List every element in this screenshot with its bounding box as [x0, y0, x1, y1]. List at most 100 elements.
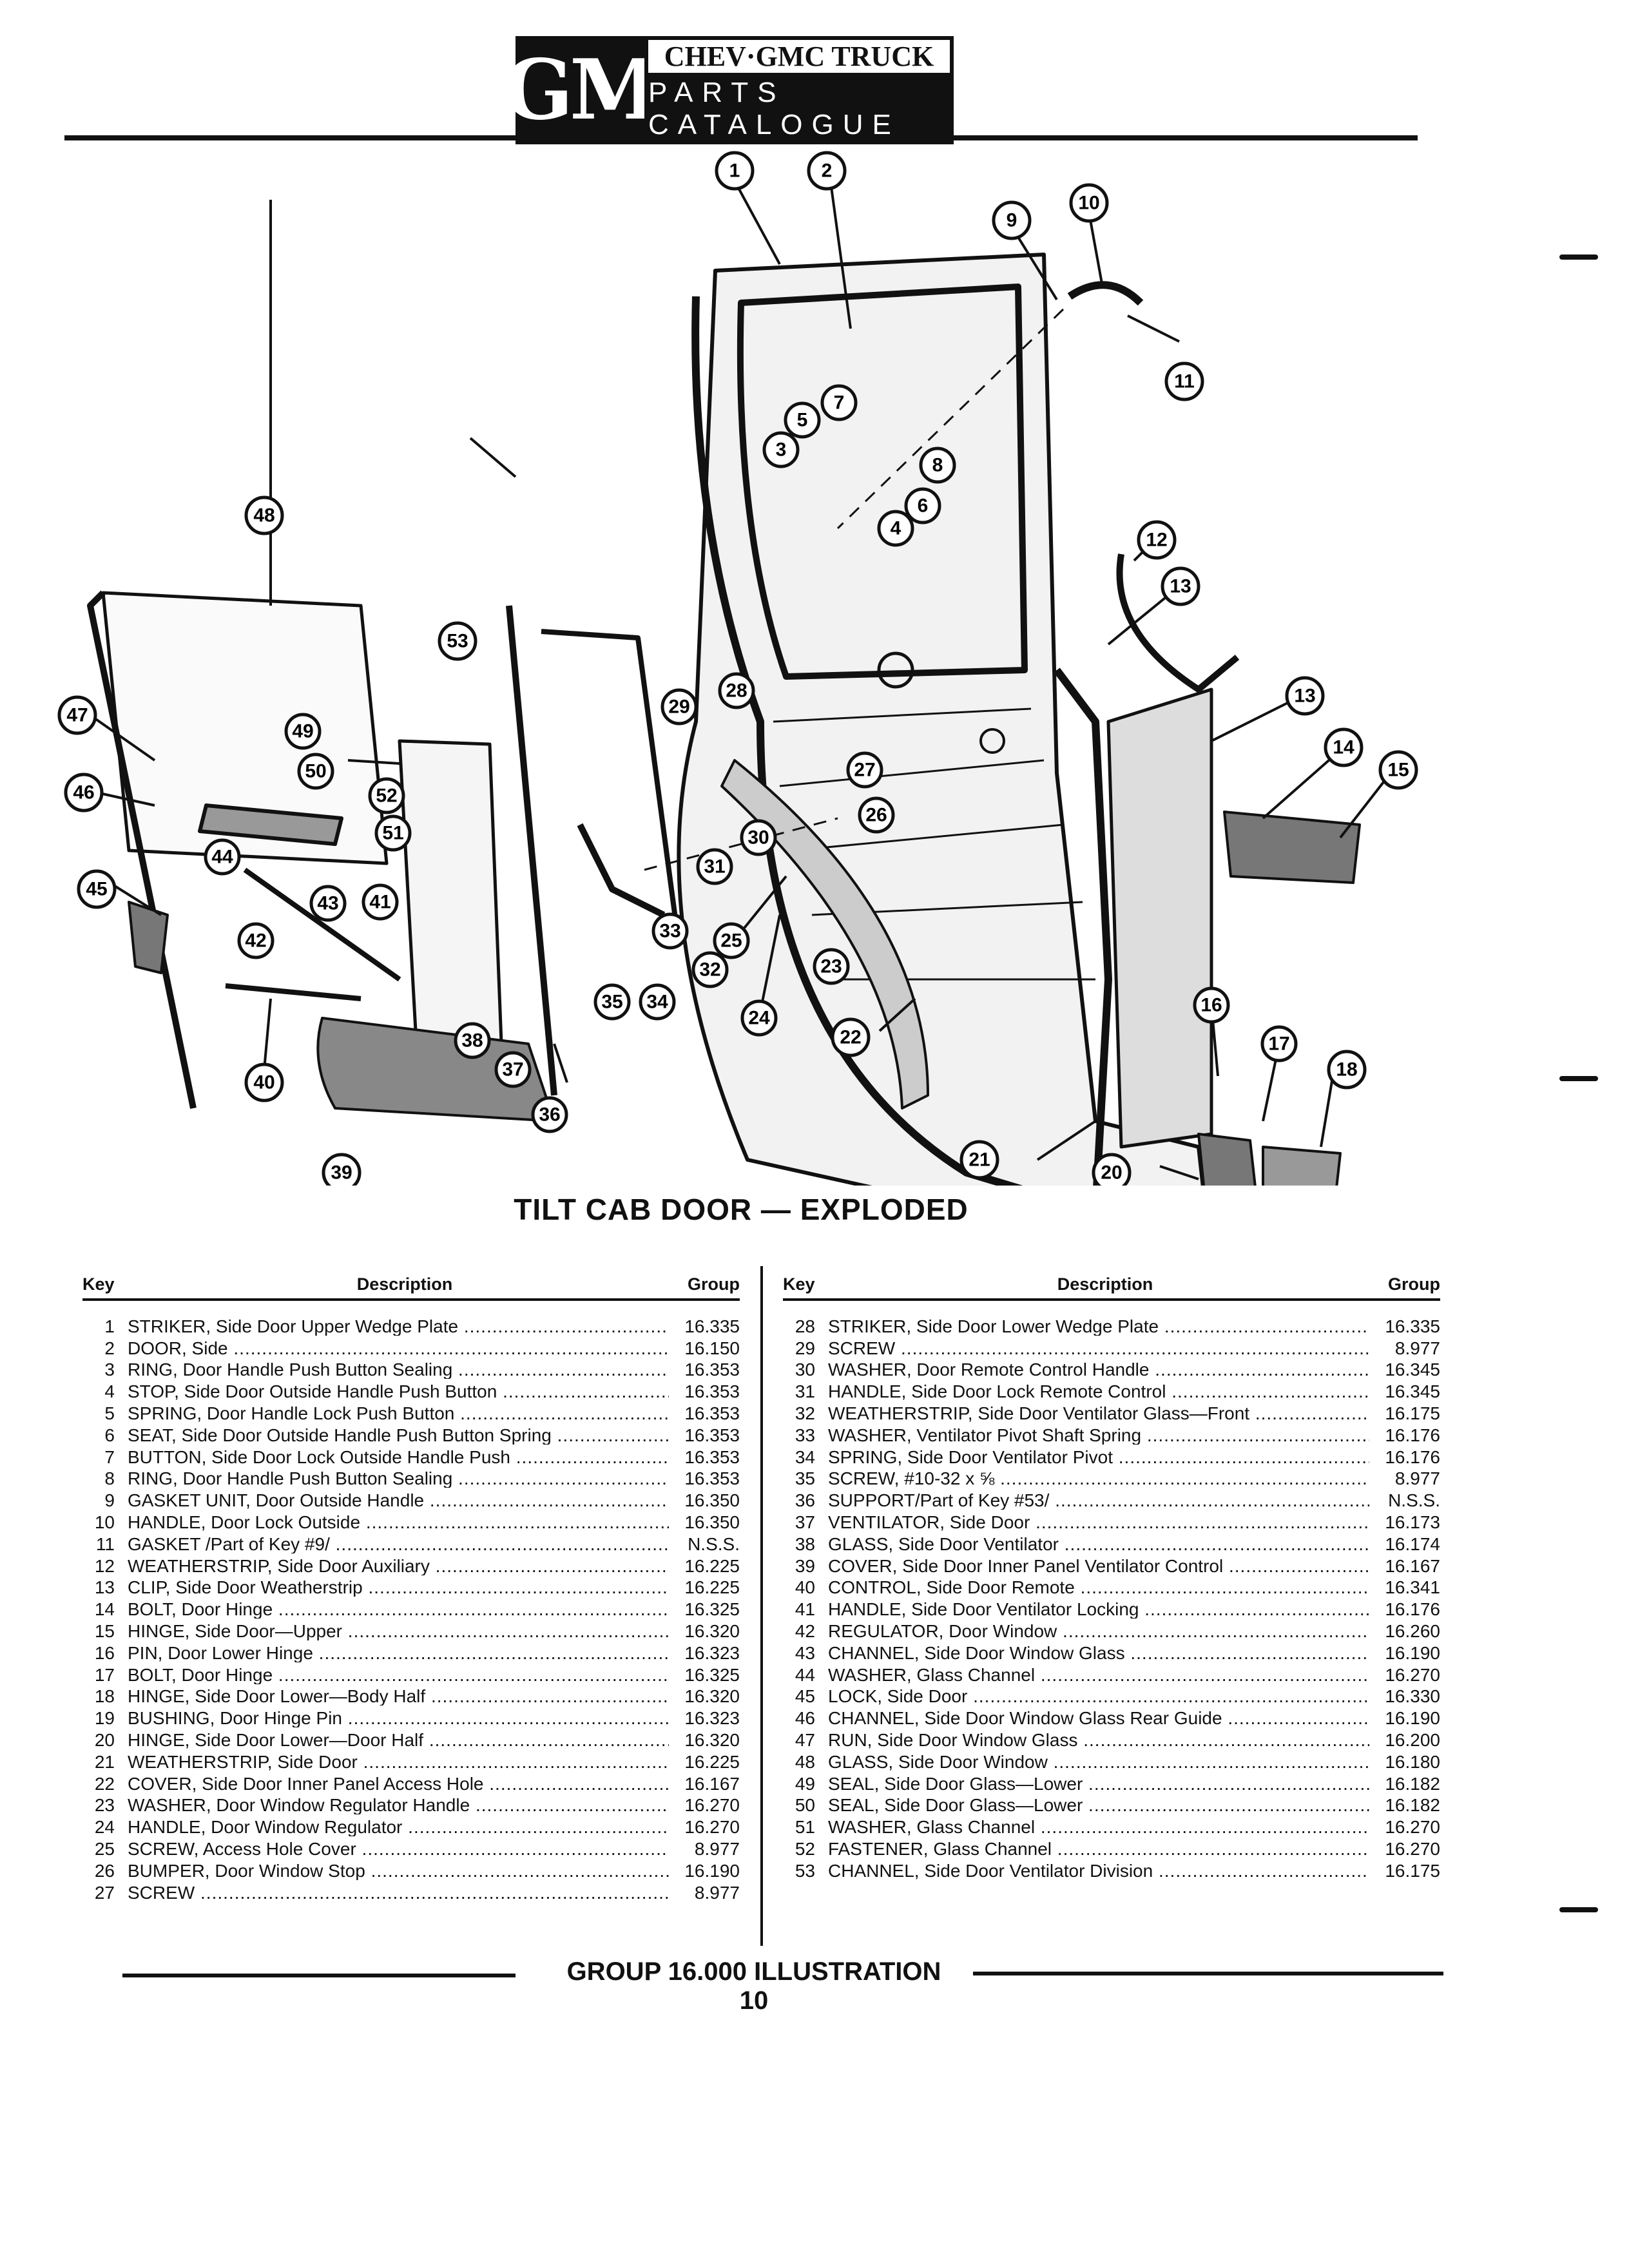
- part-key: 4: [104, 1381, 115, 1402]
- svg-text:45: 45: [86, 879, 107, 900]
- callout-25: 25: [713, 922, 750, 959]
- header-description: Description: [356, 1274, 453, 1294]
- part-key: 6: [104, 1425, 115, 1445]
- part-key: 39: [795, 1555, 815, 1576]
- svg-text:42: 42: [245, 930, 266, 952]
- exploded-door-diagram: 1 2 3 4 5 6 7 8 9 10 11 12 13 13 14 15 1…: [57, 151, 1418, 1186]
- part-description: RUN, Side Door Window Glass: [828, 1731, 1369, 1749]
- svg-text:10: 10: [1078, 193, 1099, 214]
- part-key: 15: [94, 1620, 115, 1641]
- part-description: VENTILATOR, Side Door: [828, 1514, 1369, 1532]
- part-key: 48: [795, 1751, 815, 1772]
- svg-text:44: 44: [211, 847, 233, 868]
- part-description: GLASS, Side Door Ventilator: [828, 1535, 1369, 1553]
- part-key: 31: [795, 1381, 815, 1402]
- part-key: 5: [104, 1403, 115, 1423]
- callout-31: 31: [696, 848, 733, 885]
- callout-1: 1: [715, 151, 755, 191]
- svg-text:28: 28: [726, 680, 747, 702]
- callout-39: 39: [322, 1153, 361, 1186]
- part-key: 11: [95, 1533, 115, 1554]
- svg-text:46: 46: [73, 782, 94, 803]
- callout-18: 18: [1327, 1050, 1367, 1090]
- part-key: 17: [94, 1664, 115, 1685]
- part-group: 16.350: [684, 1490, 740, 1511]
- part-description: BOLT, Door Hinge: [128, 1666, 669, 1684]
- svg-text:29: 29: [668, 697, 689, 718]
- table-row: 17 BOLT, Door Hinge 16.325: [82, 1662, 740, 1684]
- svg-text:16: 16: [1200, 995, 1222, 1016]
- part-description: WEATHERSTRIP, Side Door Auxiliary: [128, 1557, 669, 1575]
- part-description: GLASS, Side Door Window: [828, 1753, 1369, 1771]
- part-group: N.S.S.: [1388, 1490, 1440, 1511]
- part-key: 27: [94, 1882, 115, 1903]
- svg-text:36: 36: [539, 1104, 560, 1126]
- callout-44: 44: [204, 838, 241, 876]
- svg-text:38: 38: [461, 1030, 483, 1052]
- part-description: SCREW, Access Hole Cover: [128, 1840, 669, 1858]
- footer-rule-right: [973, 1972, 1443, 1975]
- part-description: FASTENER, Glass Channel: [828, 1840, 1369, 1858]
- part-group: 16.353: [684, 1360, 740, 1380]
- table-row: 9 GASKET UNIT, Door Outside Handle 16.350: [82, 1488, 740, 1510]
- part-key: 19: [94, 1708, 115, 1729]
- diagram-title: TILT CAB DOOR — EXPLODED: [514, 1193, 969, 1226]
- part-group: 16.225: [684, 1555, 740, 1576]
- svg-text:5: 5: [797, 410, 808, 431]
- header-group: Group: [1388, 1274, 1440, 1294]
- callout-3: 3: [762, 431, 800, 468]
- part-key: 34: [795, 1446, 815, 1467]
- part-group: 16.173: [1385, 1512, 1440, 1532]
- part-group: 16.270: [1385, 1664, 1440, 1685]
- part-group: 16.325: [684, 1664, 740, 1685]
- svg-text:11: 11: [1174, 371, 1195, 392]
- callout-26: 26: [858, 796, 895, 834]
- callout-23: 23: [813, 948, 850, 985]
- part-group: 8.977: [1394, 1468, 1440, 1489]
- svg-text:21: 21: [969, 1149, 990, 1171]
- part-key: 20: [94, 1729, 115, 1750]
- part-description: BUMPER, Door Window Stop: [128, 1862, 669, 1880]
- svg-text:27: 27: [854, 760, 875, 781]
- svg-text:40: 40: [253, 1072, 275, 1093]
- part-description: WASHER, Glass Channel: [828, 1666, 1369, 1684]
- part-description: GASKET UNIT, Door Outside Handle: [128, 1492, 669, 1510]
- callout-46: 46: [64, 773, 104, 812]
- part-key: 37: [795, 1512, 815, 1532]
- part-key: 43: [795, 1642, 815, 1663]
- part-description: STOP, Side Door Outside Handle Push Butt…: [128, 1383, 669, 1401]
- callout-51: 51: [374, 814, 412, 852]
- svg-text:15: 15: [1387, 760, 1409, 781]
- svg-text:1: 1: [729, 160, 740, 182]
- svg-text:18: 18: [1336, 1059, 1357, 1081]
- part-key: 45: [795, 1686, 815, 1707]
- svg-text:32: 32: [699, 959, 720, 981]
- part-key: 25: [94, 1838, 115, 1859]
- part-description: WASHER, Door Remote Control Handle: [828, 1361, 1369, 1379]
- svg-text:2: 2: [822, 160, 833, 182]
- part-description: HINGE, Side Door—Upper: [128, 1622, 669, 1640]
- part-key: 46: [795, 1708, 815, 1729]
- svg-text:52: 52: [376, 785, 397, 807]
- callout-10: 10: [1069, 183, 1109, 223]
- callout-37: 37: [494, 1051, 532, 1088]
- callout-47: 47: [57, 695, 97, 735]
- part-key: 9: [104, 1490, 115, 1511]
- part-group: 16.190: [684, 1860, 740, 1881]
- binding-mark: [1559, 1907, 1598, 1912]
- callout-45: 45: [77, 869, 117, 909]
